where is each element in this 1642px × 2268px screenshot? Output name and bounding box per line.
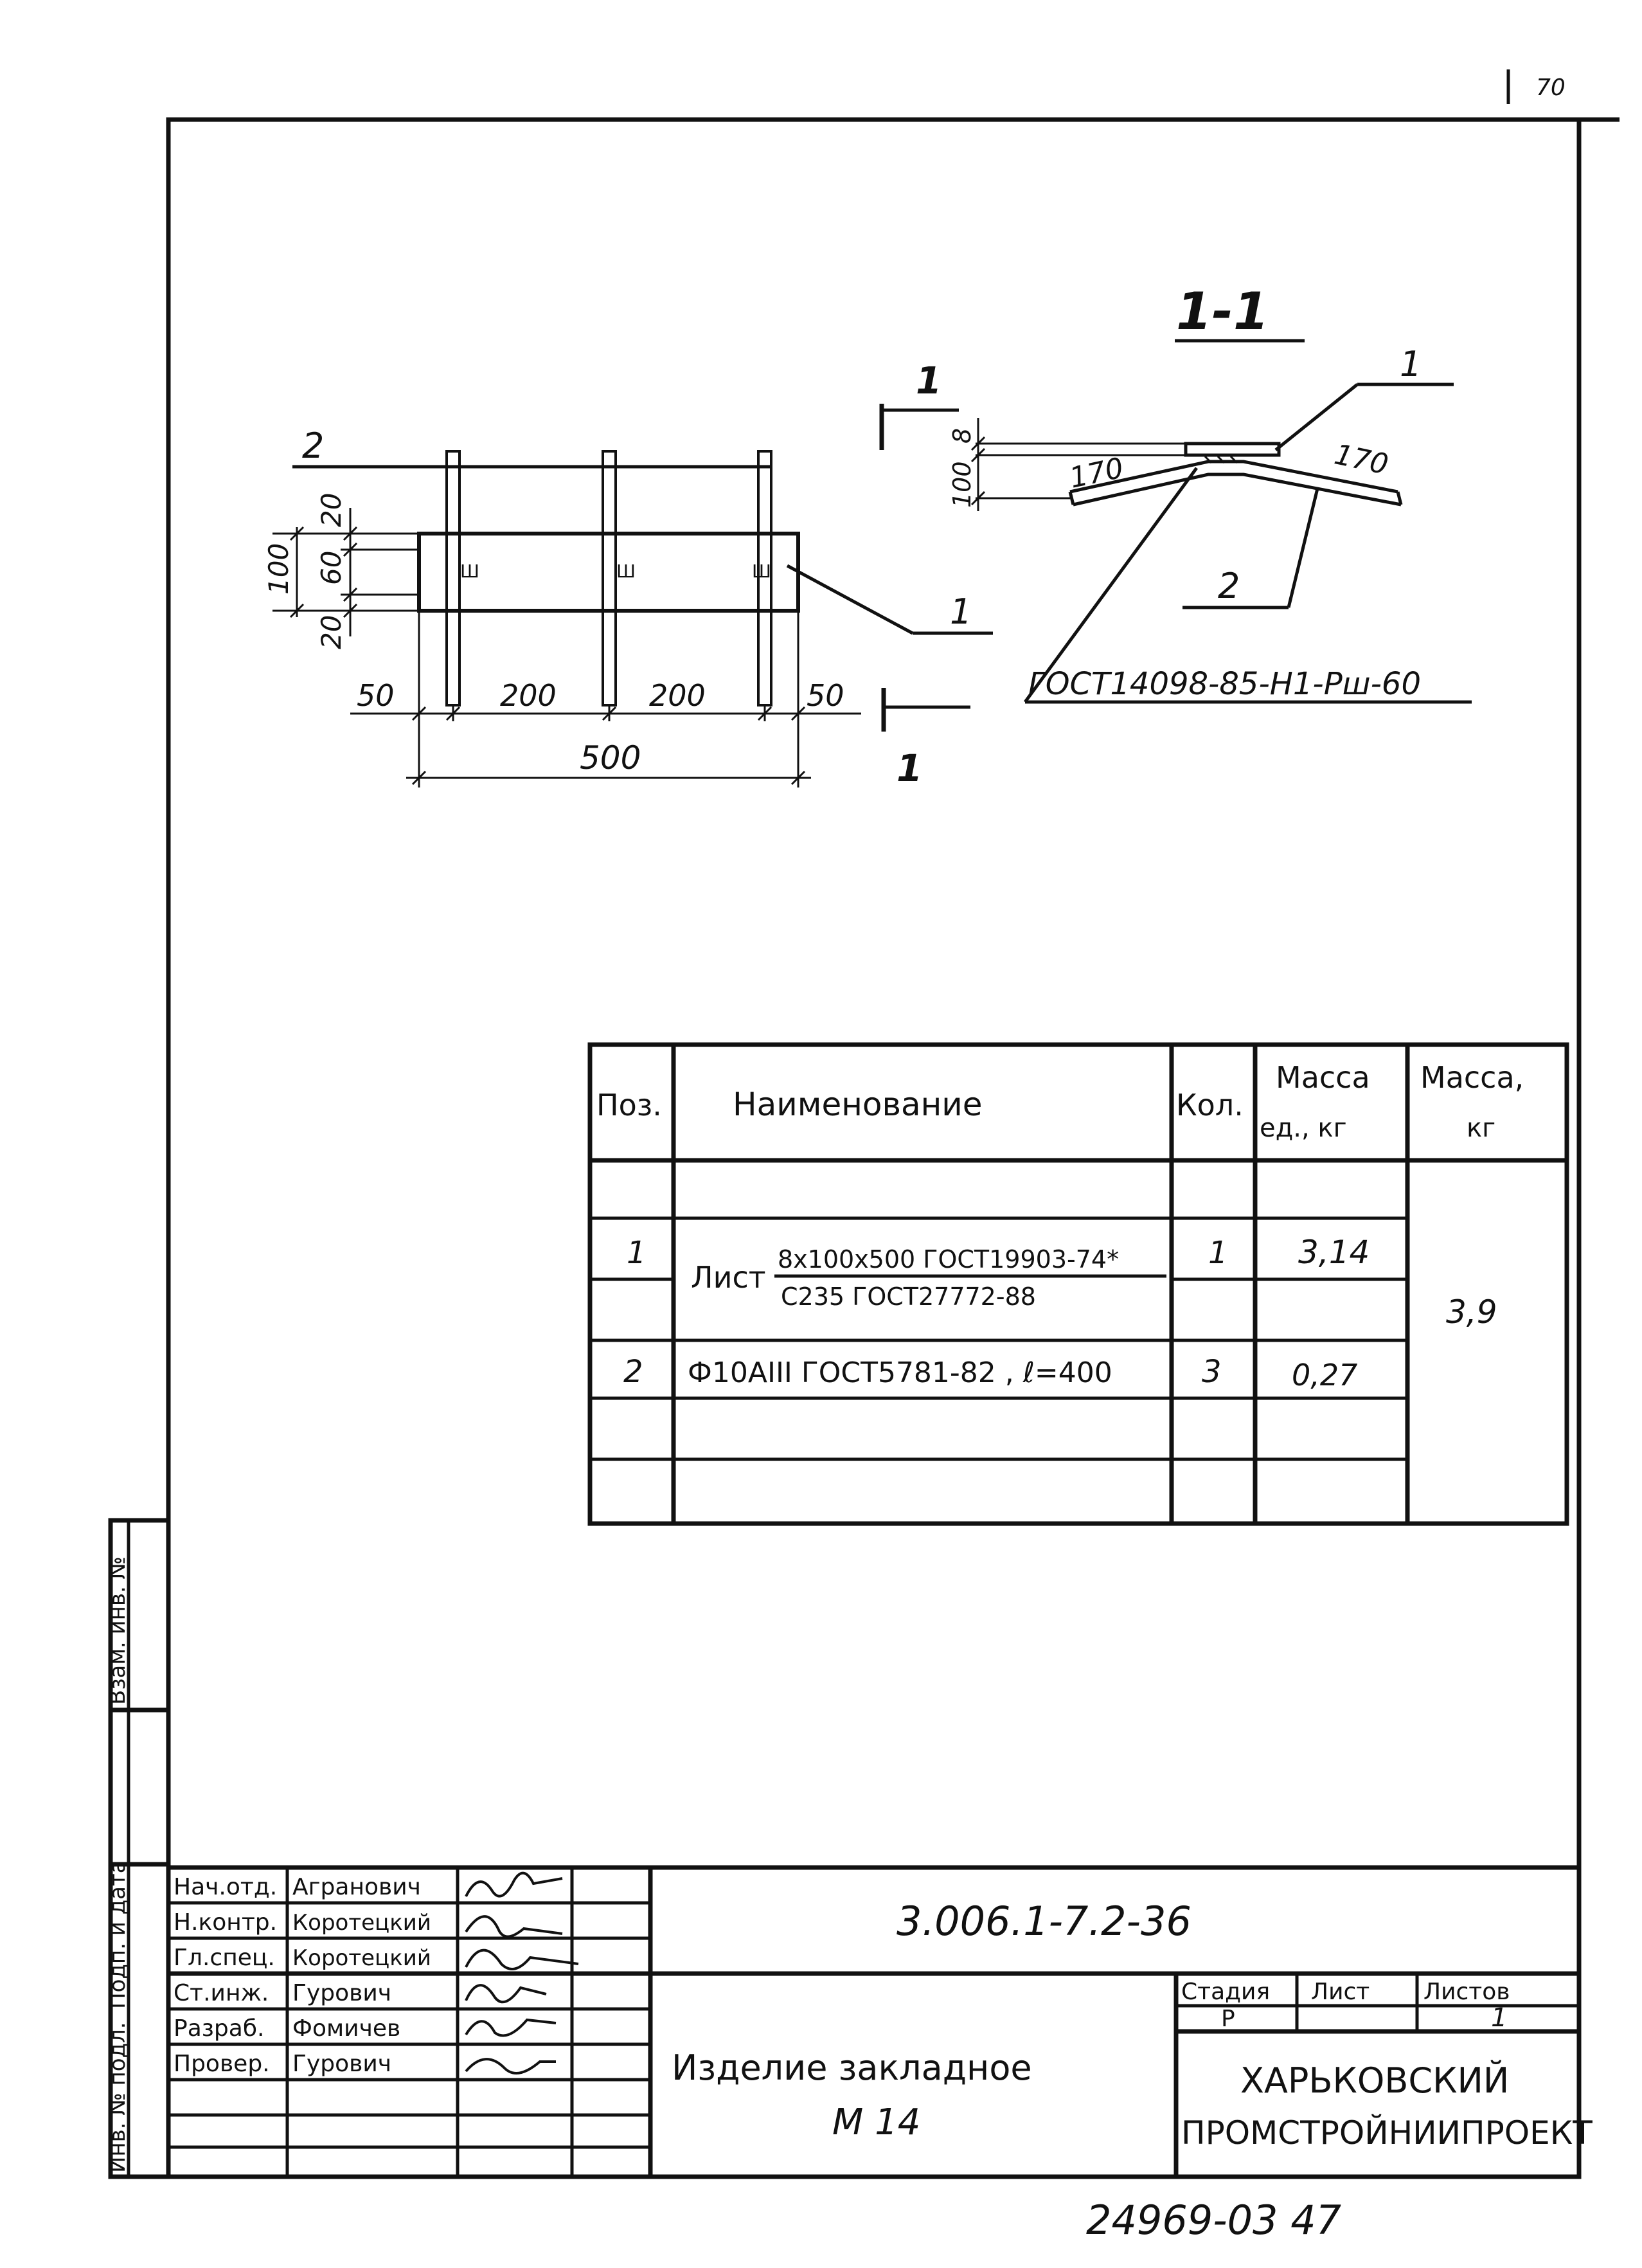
staff-name-2: Коротецкий (292, 1910, 431, 1936)
staff-name-6: Гурович (292, 2051, 391, 2077)
section-len-right: 170 (1332, 438, 1391, 481)
plan-view: Ш Ш Ш 2 1 100 20 60 20 (263, 426, 993, 790)
stamp-inv-podl: Инв. № подл. (105, 2022, 130, 2173)
sheets-value: 1 (1491, 2003, 1507, 2033)
plan-dim-v-top: 20 (316, 493, 347, 527)
title-block: Нач.отд. Агранович Н.контр. Коротецкий Г… (168, 1865, 1593, 2177)
row1-name-top: 8x100x500 ГОСТ19903-74* (778, 1245, 1119, 1274)
row2-mass-unit: 0,27 (1292, 1358, 1357, 1392)
staff-name-5: Фомичев (292, 2015, 400, 2042)
section-dim-total: 100 (948, 461, 976, 508)
side-stamp: Инв. № подл. Подп. и дата Взам. инв. № (105, 1518, 171, 2179)
section-plate (1184, 442, 1281, 457)
stage-label: Стадия (1181, 1979, 1270, 2005)
weld-leader (1023, 467, 1199, 703)
col-header-name: Наименование (733, 1086, 983, 1123)
col-header-mass-total-2: кг (1467, 1113, 1495, 1143)
section-pos1-label: 1 (1400, 344, 1422, 384)
sheet-label: Лист (1311, 1979, 1370, 2005)
archive-number: 24969-03 47 (1086, 2197, 1341, 2244)
plan-pos1-label: 1 (950, 591, 972, 632)
row1-name-bottom: С235 ГОСТ27772-88 (781, 1282, 1036, 1311)
staff-name-3: Коротецкий (292, 1945, 431, 1971)
org-line2: ПРОМСТРОЙНИИПРОЕКТ (1181, 2114, 1593, 2152)
weld-note: ГОСТ14098-85-Н1-Рш-60 (1028, 666, 1421, 702)
staff-role-3: Гл.спец. (174, 1945, 275, 1971)
mass-total: 3,9 (1446, 1293, 1497, 1331)
col-header-pos: Поз. (596, 1088, 662, 1122)
section-cut-mark: 1 (916, 359, 941, 402)
stage-value: Р (1221, 2006, 1235, 2032)
signatures (465, 1871, 579, 2074)
weld-mark-1: Ш (460, 561, 479, 582)
row1-name-prefix: Лист (691, 1260, 766, 1295)
staff-role-6: Провер. (174, 2051, 270, 2077)
product-mark: М 14 (832, 2102, 920, 2143)
product-name: Изделие закладное (672, 2048, 1032, 2088)
section-dim-top: 8 (948, 428, 976, 444)
doc-code: 3.006.1-7.2-36 (897, 1898, 1191, 1945)
section-title: 1-1 (1176, 282, 1269, 341)
staff-name-1: Агранович (292, 1874, 421, 1900)
section-pos2-leader (1287, 488, 1319, 608)
row1-pos: 1 (627, 1235, 647, 1271)
col-header-mass-total-1: Масса, (1420, 1060, 1524, 1095)
row1-qty: 1 (1208, 1235, 1228, 1271)
section-pos1-leader (1274, 383, 1359, 451)
plan-pos2-label: 2 (302, 426, 324, 466)
stamp-vzam-inv: Взам. инв. № (105, 1556, 130, 1705)
section-pos2-label: 2 (1218, 566, 1240, 606)
col-header-mass-unit-1: Масса (1276, 1060, 1370, 1095)
plan-dim-h-total: 500 (580, 739, 641, 777)
plan-dim-h-1: 50 (357, 678, 395, 713)
staff-role-2: Н.контр. (174, 1909, 277, 1936)
weld-mark-2: Ш (616, 561, 636, 582)
staff-role-4: Ст.инж. (174, 1980, 269, 2006)
section-len-left: 170 (1067, 451, 1127, 494)
org-line1: ХАРЬКОВСКИЙ (1240, 2060, 1509, 2101)
plan-dim-h-4: 50 (807, 678, 844, 713)
plan-dim-v-mid: 60 (316, 551, 347, 585)
stamp-podp-data: Подп. и дата (105, 1860, 130, 2009)
plan-dim-v-total: 100 (263, 543, 294, 595)
pos1-leader (786, 564, 914, 635)
plan-dim-h-2: 200 (500, 678, 557, 713)
spec-table: Поз. Наименование Кол. Масса ед., кг Мас… (587, 1042, 1569, 1526)
sheets-label: Листов (1423, 1979, 1510, 2005)
weld-mark-3: Ш (752, 561, 771, 582)
row2-name: Ф10АIII ГОСТ5781-82 , ℓ=400 (688, 1356, 1112, 1389)
plan-dim-v-bot: 20 (316, 615, 347, 649)
plan-dim-h-3: 200 (649, 678, 706, 713)
row2-pos: 2 (623, 1354, 643, 1390)
page-number: 70 (1536, 75, 1566, 101)
staff-role-5: Разраб. (174, 2015, 264, 2042)
col-header-qty: Кол. (1176, 1088, 1244, 1122)
plan-cut-mark: 1 (897, 746, 922, 790)
staff-role-1: Нач.отд. (174, 1874, 277, 1900)
bar-2 (602, 450, 617, 706)
section-view: 1-1 1 170 170 8 100 1 (879, 282, 1472, 704)
row1-mass-unit: 3,14 (1298, 1234, 1370, 1271)
col-header-mass-unit-2: ед., кг (1260, 1113, 1347, 1143)
drawing-frame (166, 117, 1582, 2179)
staff-name-4: Гурович (292, 1980, 391, 2006)
row2-qty: 3 (1202, 1354, 1222, 1390)
bar-1 (445, 450, 461, 706)
